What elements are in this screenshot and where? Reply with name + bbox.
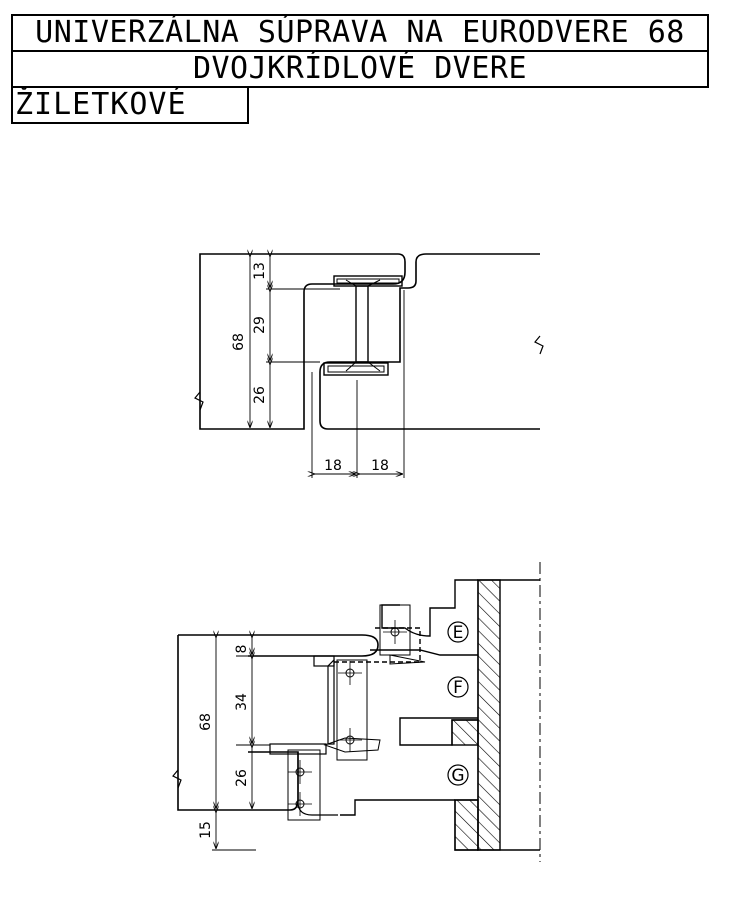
title-line-3: ŽILETKOVÉ <box>11 86 249 124</box>
upper-dim-middle: 29 <box>252 316 268 334</box>
svg-text:F: F <box>453 678 463 698</box>
upper-dim-top: 13 <box>252 262 268 280</box>
cutter-tool <box>287 579 540 851</box>
lower-dim-total: 68 <box>198 713 214 731</box>
upper-dimensions <box>246 254 405 478</box>
lower-dim-top: 8 <box>234 645 250 654</box>
lower-door-leaf <box>172 634 379 816</box>
tool-label-e: E <box>447 621 469 643</box>
title-line-2: DVOJKRÍDLOVÉ DVERE <box>11 50 709 88</box>
svg-text:E: E <box>453 623 464 643</box>
title-line-1: UNIVERZÁLNA SÚPRAVA NA EURODVERE 68 <box>11 14 709 52</box>
svg-text:G: G <box>451 766 464 786</box>
upper-section-drawing <box>194 253 544 430</box>
upper-dim-width-left: 18 <box>324 458 342 474</box>
lower-dim-offset: 15 <box>198 821 214 839</box>
tool-label-g: G <box>447 764 469 786</box>
upper-dim-bottom: 26 <box>252 386 268 404</box>
tool-label-f: F <box>447 676 469 698</box>
upper-dim-width-right: 18 <box>371 458 389 474</box>
lower-dimensions <box>212 635 270 851</box>
lower-dim-bottom: 26 <box>234 769 250 787</box>
upper-dim-total: 68 <box>231 333 247 351</box>
lower-dim-middle: 34 <box>234 693 250 711</box>
